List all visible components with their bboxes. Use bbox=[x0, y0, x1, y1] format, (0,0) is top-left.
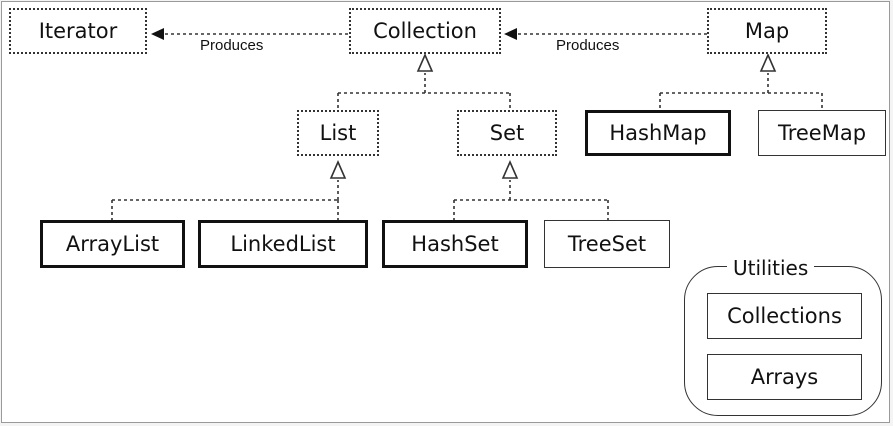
produces-label-iterator: Produces bbox=[200, 37, 264, 54]
collection-inheritance-triangle bbox=[416, 53, 434, 72]
map-inheritance-triangle bbox=[759, 53, 777, 72]
linkedlist-node: LinkedList bbox=[198, 220, 368, 268]
treemap-node: TreeMap bbox=[758, 110, 886, 156]
set-inheritance-triangle bbox=[501, 160, 519, 179]
list-inheritance-connector bbox=[111, 180, 339, 220]
collection-node: Collection bbox=[349, 8, 501, 54]
list-node: List bbox=[297, 110, 379, 156]
hashset-node: HashSet bbox=[382, 220, 528, 268]
collections-node: Collections bbox=[707, 293, 862, 339]
set-node: Set bbox=[457, 110, 557, 156]
utilities-title: Utilities bbox=[727, 256, 815, 280]
set-inheritance-connector bbox=[453, 180, 609, 220]
arraylist-node: ArrayList bbox=[40, 220, 185, 268]
hashmap-node: HashMap bbox=[585, 110, 731, 156]
map-inheritance-connector bbox=[659, 73, 823, 110]
produces-label-collection: Produces bbox=[556, 37, 620, 54]
arrays-node: Arrays bbox=[707, 354, 862, 400]
collection-inheritance-connector bbox=[337, 73, 511, 110]
treeset-node: TreeSet bbox=[544, 220, 670, 268]
list-inheritance-triangle bbox=[329, 160, 347, 179]
map-node: Map bbox=[707, 8, 827, 54]
iterator-node: Iterator bbox=[9, 8, 147, 54]
